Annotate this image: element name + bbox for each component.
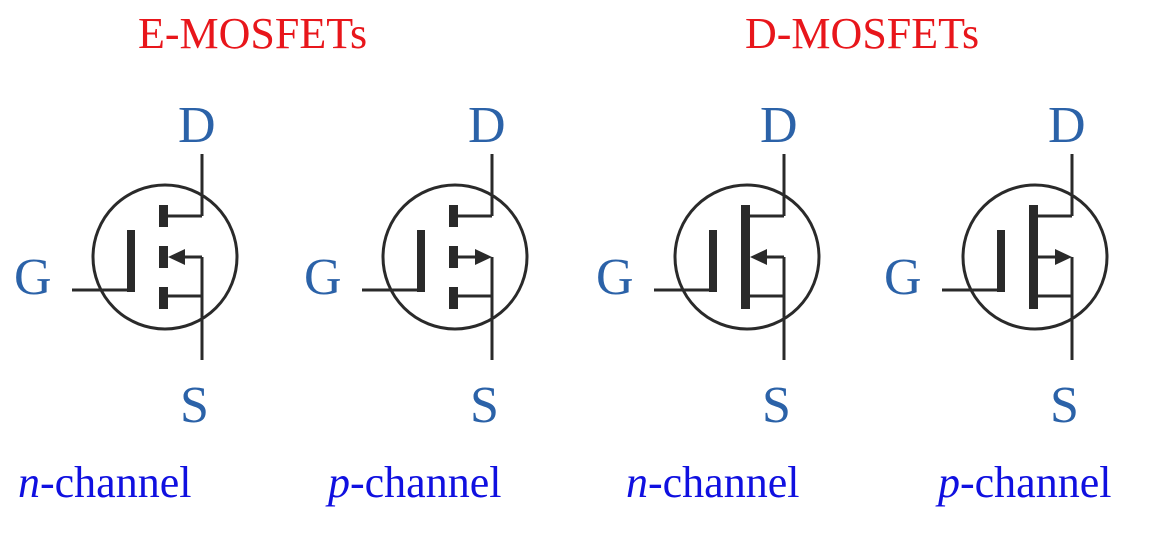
channel-segment-source	[159, 287, 168, 309]
source-label: S	[180, 377, 209, 432]
gate-plate	[997, 230, 1005, 292]
d-mosfet-p-channel-symbol: D G S	[880, 92, 1160, 432]
channel-bar	[1029, 205, 1038, 309]
e-mosfets-heading: E-MOSFETs	[138, 9, 368, 58]
e-mosfet-p-channel-label: p-channel	[328, 457, 501, 508]
drain-label: D	[468, 97, 506, 154]
drain-label: D	[178, 97, 216, 154]
gate-label: G	[884, 249, 922, 306]
gate-label: G	[596, 249, 634, 306]
transistor-envelope-circle	[673, 183, 821, 331]
channel-word: -channel	[960, 458, 1112, 507]
e-mosfet-p-channel-svg: D G S	[304, 97, 529, 432]
channel-type-letter: p	[938, 458, 960, 507]
arrow-outward-icon	[475, 249, 492, 265]
channel-bar	[741, 205, 750, 309]
e-mosfet-n-channel-symbol: D G S	[10, 92, 290, 432]
d-mosfet-n-channel-svg: D G S	[596, 97, 821, 432]
channel-type-letter: p	[328, 458, 350, 507]
channel-word: -channel	[350, 458, 502, 507]
gate-label: G	[304, 249, 342, 306]
arrow-inward-icon	[750, 249, 767, 265]
arrow-outward-icon	[1055, 249, 1072, 265]
drain-label: D	[760, 97, 798, 154]
transistor-envelope-circle	[381, 183, 529, 331]
d-mosfet-n-channel-symbol: D G S	[592, 92, 872, 432]
e-mosfet-p-channel-symbol: D G S	[300, 92, 580, 432]
source-label: S	[470, 377, 499, 432]
gate-plate	[709, 230, 717, 292]
channel-segment-substrate	[449, 246, 458, 268]
d-mosfet-p-channel-svg: D G S	[884, 97, 1109, 432]
d-mosfet-p-channel-label: p-channel	[938, 457, 1111, 508]
d-mosfets-heading: D-MOSFETs	[745, 9, 980, 58]
channel-segment-substrate	[159, 246, 168, 268]
e-mosfet-n-channel-label: n-channel	[18, 457, 191, 508]
gate-plate	[127, 230, 135, 292]
transistor-envelope-circle	[961, 183, 1109, 331]
drain-label: D	[1048, 97, 1086, 154]
channel-segment-source	[449, 287, 458, 309]
d-mosfet-n-channel-label: n-channel	[626, 457, 799, 508]
channel-word: -channel	[40, 458, 192, 507]
channel-type-letter: n	[18, 458, 40, 507]
gate-plate	[417, 230, 425, 292]
transistor-envelope-circle	[91, 183, 239, 331]
channel-segment-drain	[449, 205, 458, 227]
e-mosfet-n-channel-svg: D G S	[14, 97, 239, 432]
arrow-inward-icon	[168, 249, 185, 265]
source-label: S	[762, 377, 791, 432]
channel-segment-drain	[159, 205, 168, 227]
source-label: S	[1050, 377, 1079, 432]
gate-label: G	[14, 249, 52, 306]
channel-type-letter: n	[626, 458, 648, 507]
channel-word: -channel	[648, 458, 800, 507]
